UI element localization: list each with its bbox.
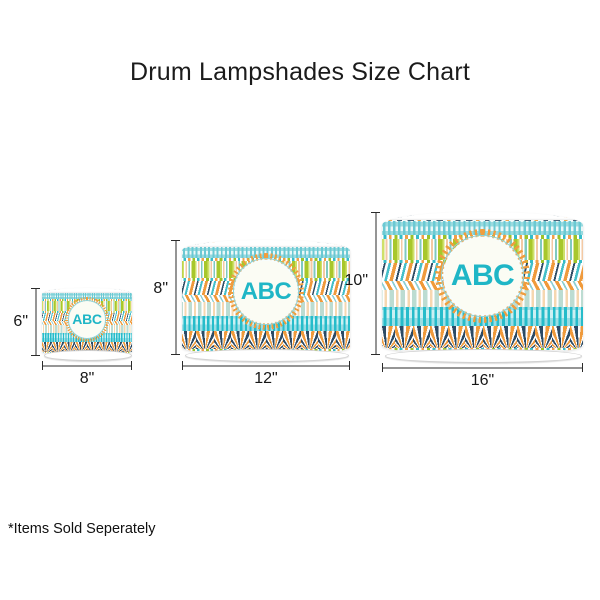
monogram-inner-ring-icon bbox=[67, 299, 107, 339]
small-width-measure bbox=[42, 361, 132, 370]
small-height-label: 6" bbox=[13, 313, 28, 330]
medium-lampshade: ABC bbox=[182, 240, 350, 355]
monogram-inner-ring-icon bbox=[232, 258, 300, 326]
medium-lampshade-group: ABC 8" 12" bbox=[0, 0, 370, 400]
monogram-text: ABC bbox=[450, 259, 515, 293]
large-lampshade-group: ABC 10" 16" bbox=[344, 212, 583, 389]
large-width-measure bbox=[382, 363, 583, 372]
medium-width-label: 12" bbox=[254, 370, 278, 387]
small-width-label: 8" bbox=[79, 370, 95, 387]
monogram-text: ABC bbox=[240, 277, 292, 305]
page-title: Drum Lampshades Size Chart bbox=[129, 58, 471, 86]
small-height-measure bbox=[31, 288, 40, 356]
small-lampshade-group: ABC 6" 8" bbox=[0, 0, 160, 400]
monogram-inner-ring-icon bbox=[441, 235, 524, 318]
lampshade-base-rim bbox=[385, 349, 582, 363]
monogram-text: ABC bbox=[72, 311, 102, 328]
monogram-badge: ABC bbox=[64, 296, 110, 342]
large-height-measure bbox=[371, 212, 380, 355]
monogram-badge: ABC bbox=[435, 229, 530, 324]
large-lampshade: ABC bbox=[382, 212, 583, 355]
medium-width-measure bbox=[182, 361, 350, 370]
small-lampshade: ABC bbox=[42, 288, 132, 356]
large-width-label: 16" bbox=[470, 372, 495, 389]
medium-height-measure bbox=[171, 240, 180, 355]
medium-height-label: 8" bbox=[153, 280, 168, 297]
lampshade-base-rim bbox=[44, 350, 132, 361]
footer-note: *Items Sold Seperately bbox=[8, 521, 156, 537]
monogram-badge: ABC bbox=[227, 253, 305, 331]
lampshade-base-rim bbox=[185, 349, 349, 362]
large-height-label: 10" bbox=[344, 272, 368, 289]
